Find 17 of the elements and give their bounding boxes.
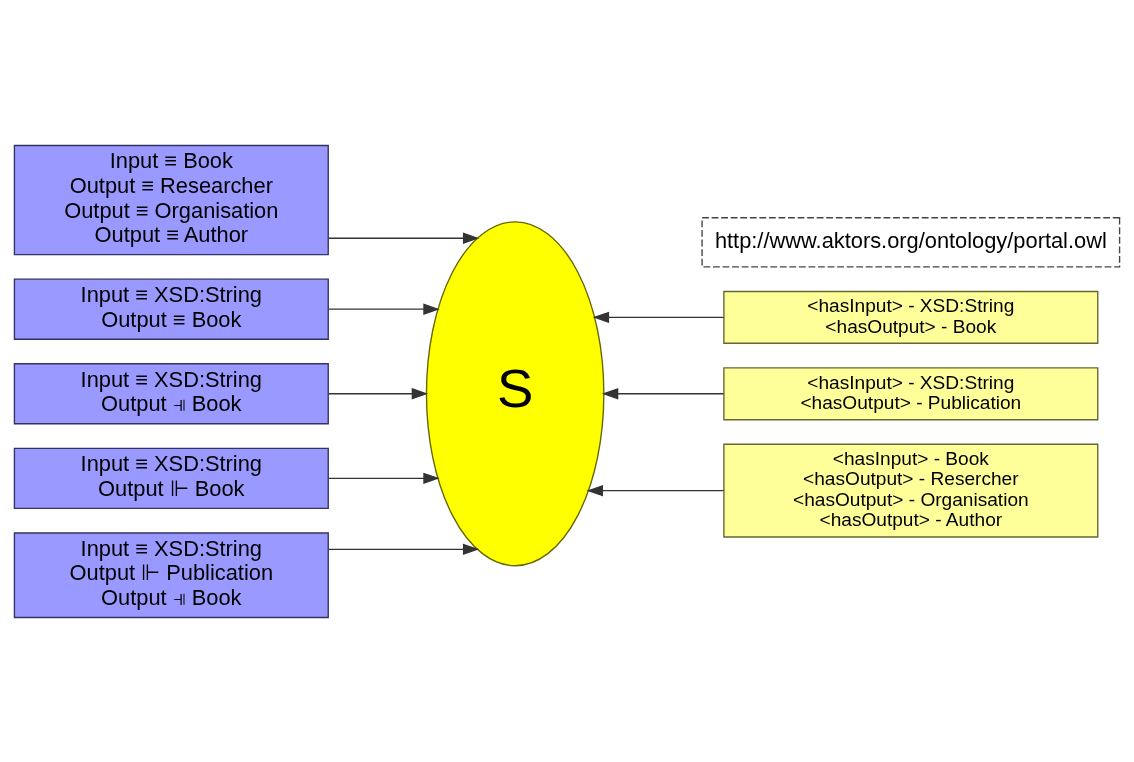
node-box: Input ≡ XSD:String Output ≡ Book bbox=[13, 278, 329, 340]
node-box: <hasInput> - XSD:String <hasOutput> - Publication bbox=[723, 366, 1099, 420]
arrow bbox=[327, 302, 440, 315]
arrow bbox=[601, 387, 725, 399]
node-box: Input ≡ XSD:String Output ⊩ Book bbox=[13, 447, 329, 509]
arrow bbox=[327, 232, 480, 244]
arrow bbox=[586, 484, 725, 496]
arrow bbox=[592, 311, 725, 323]
arrow bbox=[327, 543, 480, 555]
node-box: http://www.aktors.org/ontology/portal.owl bbox=[701, 216, 1121, 268]
arrow bbox=[327, 387, 429, 399]
node-box: <hasInput> - XSD:String <hasOutput> - Book bbox=[723, 290, 1099, 344]
arrow bbox=[327, 472, 440, 484]
node-box: Input ≡ Book Output ≡ Researcher Output ≡ Organisation Output ≡ Author bbox=[13, 144, 329, 255]
node-box: Input ≡ XSD:String Output ⫣ Book bbox=[13, 362, 329, 424]
node-box: Input ≡ XSD:String Output ⊩ Publication Output ⫣ Book bbox=[13, 531, 329, 618]
node-box: <hasInput> - Book <hasOutput> - Resercher <hasOutput> - Organisation <hasOutput> - Author bbox=[723, 443, 1099, 538]
